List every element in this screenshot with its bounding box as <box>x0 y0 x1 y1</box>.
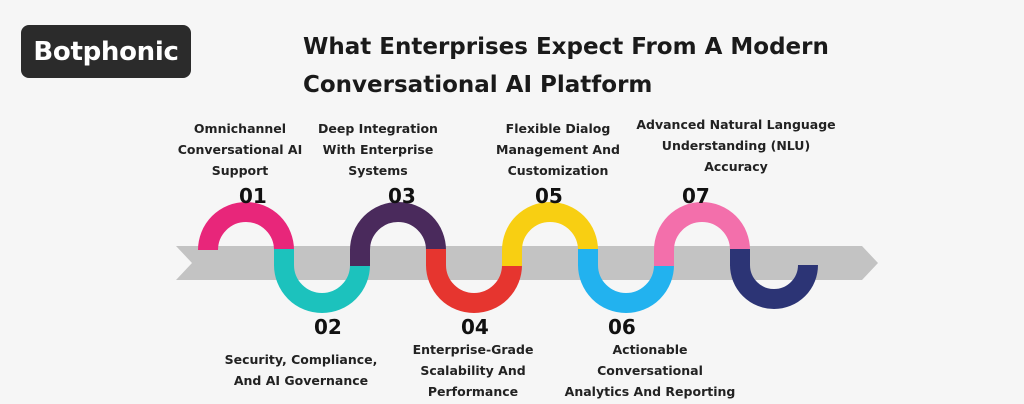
wave-link-05 <box>578 249 598 266</box>
step-06-label: Actionable Conversational Analytics And … <box>564 342 736 399</box>
wave-link-01 <box>274 249 294 266</box>
wave-segment-06 <box>578 264 674 313</box>
step-03-label: Deep Integration With Enterprise Systems <box>318 121 438 178</box>
step-07-label: Advanced Natural Language Understanding … <box>636 117 836 174</box>
step-04-label: Enterprise-Grade Scalability And Perform… <box>412 342 534 399</box>
step-05-number: 05 <box>535 184 563 208</box>
title-line-2: Conversational AI Platform <box>303 72 653 98</box>
wave-segment-01 <box>198 202 294 251</box>
wave-segment-03 <box>350 202 446 251</box>
wave-segment-04 <box>426 264 522 313</box>
step-06-number: 06 <box>608 315 636 339</box>
wave-segment-end <box>730 264 818 309</box>
page-title: What Enterprises Expect From A Modern Co… <box>303 28 829 104</box>
wave-link-02 <box>350 249 370 266</box>
wave-link-06 <box>654 249 674 266</box>
wave-link-07 <box>730 249 750 266</box>
wave-segment-02 <box>274 264 370 313</box>
wave-link-04 <box>502 249 522 266</box>
step-04-number: 04 <box>461 315 489 339</box>
step-05-label: Flexible Dialog Management And Customiza… <box>496 121 620 178</box>
step-03-number: 03 <box>388 184 416 208</box>
wave-segment-07 <box>654 202 750 251</box>
brand-logo: Botphonic <box>21 25 191 78</box>
brand-name: Botphonic <box>33 36 179 67</box>
wave-segment-05 <box>502 202 598 251</box>
title-line-1: What Enterprises Expect From A Modern <box>303 34 829 60</box>
step-07-number: 07 <box>682 184 710 208</box>
step-02-number: 02 <box>314 315 342 339</box>
wave-link-03 <box>426 249 446 266</box>
step-01-label: Omnichannel Conversational AI Support <box>177 121 303 178</box>
step-02-label: Security, Compliance, And AI Governance <box>224 352 378 388</box>
step-01-number: 01 <box>239 184 267 208</box>
